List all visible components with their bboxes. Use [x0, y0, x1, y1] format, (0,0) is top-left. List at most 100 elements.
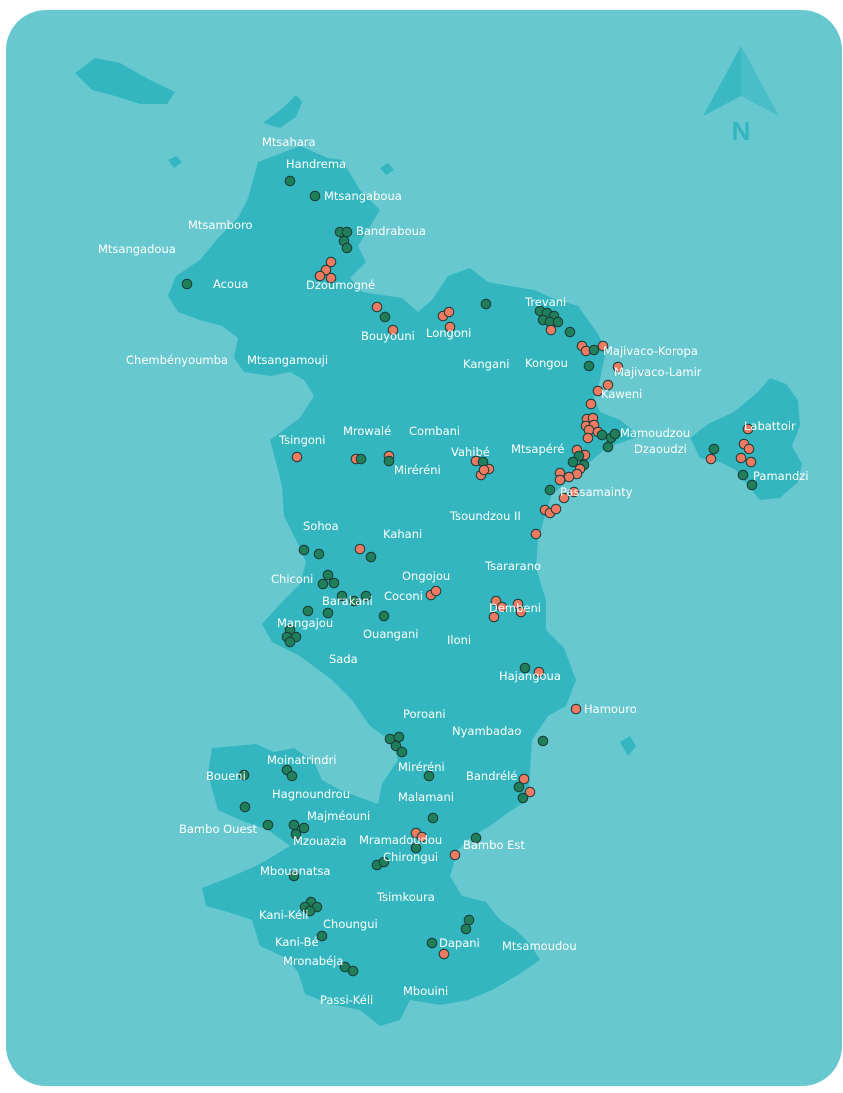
site-marker-green[interactable] [410, 842, 422, 854]
site-marker-orange[interactable] [325, 272, 337, 284]
site-marker-green[interactable] [602, 441, 614, 453]
site-marker-green[interactable] [567, 456, 579, 468]
site-marker-orange[interactable] [354, 543, 366, 555]
site-marker-orange[interactable] [449, 849, 461, 861]
site-marker-green[interactable] [552, 316, 564, 328]
site-marker-green[interactable] [378, 856, 390, 868]
site-marker-green[interactable] [737, 469, 749, 481]
site-marker-orange[interactable] [582, 432, 594, 444]
site-marker-green[interactable] [328, 577, 340, 589]
site-marker-orange[interactable] [705, 453, 717, 465]
site-marker-orange[interactable] [416, 831, 428, 843]
site-marker-orange[interactable] [443, 306, 455, 318]
site-marker-green[interactable] [596, 429, 608, 441]
site-marker-green[interactable] [588, 344, 600, 356]
site-marker-green[interactable] [609, 428, 621, 440]
site-marker-green[interactable] [355, 453, 367, 465]
site-marker-green[interactable] [341, 242, 353, 254]
site-marker-orange[interactable] [592, 385, 604, 397]
site-marker-orange[interactable] [478, 464, 490, 476]
site-marker-green[interactable] [322, 569, 334, 581]
site-marker-green[interactable] [396, 746, 408, 758]
site-marker-orange[interactable] [742, 423, 754, 435]
site-marker-orange[interactable] [743, 443, 755, 455]
site-marker-orange[interactable] [612, 361, 624, 373]
site-marker-green[interactable] [379, 311, 391, 323]
site-marker-green[interactable] [378, 610, 390, 622]
site-marker-green[interactable] [288, 870, 300, 882]
site-marker-green[interactable] [304, 905, 316, 917]
site-marker-orange[interactable] [524, 786, 536, 798]
site-marker-orange[interactable] [545, 324, 557, 336]
site-marker-orange[interactable] [430, 585, 442, 597]
site-marker-orange[interactable] [387, 324, 399, 336]
site-marker-green[interactable] [341, 226, 353, 238]
site-marker-green[interactable] [708, 443, 720, 455]
site-marker-green[interactable] [284, 636, 296, 648]
site-marker-orange[interactable] [563, 471, 575, 483]
site-marker-green[interactable] [302, 605, 314, 617]
site-marker-green[interactable] [238, 769, 250, 781]
site-marker-orange[interactable] [314, 270, 326, 282]
site-marker-green[interactable] [322, 607, 334, 619]
site-marker-green[interactable] [181, 278, 193, 290]
site-marker-orange[interactable] [518, 773, 530, 785]
site-marker-orange[interactable] [554, 474, 566, 486]
site-marker-green[interactable] [286, 770, 298, 782]
site-marker-orange[interactable] [735, 452, 747, 464]
site-marker-orange[interactable] [291, 451, 303, 463]
site-marker-green[interactable] [427, 812, 439, 824]
site-marker-green[interactable] [746, 479, 758, 491]
site-marker-green[interactable] [239, 801, 251, 813]
site-marker-green[interactable] [383, 455, 395, 467]
site-marker-green[interactable] [470, 832, 482, 844]
site-marker-orange[interactable] [602, 379, 614, 391]
site-marker-orange[interactable] [570, 703, 582, 715]
site-marker-green[interactable] [313, 548, 325, 560]
site-marker-orange[interactable] [530, 528, 542, 540]
site-marker-green[interactable] [365, 551, 377, 563]
site-marker-green[interactable] [460, 923, 472, 935]
site-marker-green[interactable] [480, 298, 492, 310]
site-marker-green[interactable] [393, 731, 405, 743]
site-marker-orange[interactable] [568, 486, 580, 498]
site-marker-orange[interactable] [444, 321, 456, 333]
site-marker-green[interactable] [583, 360, 595, 372]
site-marker-green[interactable] [348, 595, 360, 607]
site-marker-green[interactable] [519, 662, 531, 674]
site-marker-orange[interactable] [533, 666, 545, 678]
site-marker-orange[interactable] [496, 601, 508, 613]
site-marker-orange[interactable] [488, 611, 500, 623]
site-marker-orange[interactable] [438, 948, 450, 960]
site-marker-green[interactable] [463, 914, 475, 926]
place-label-mtsangadoua: Mtsangadoua [98, 242, 176, 256]
site-marker-green[interactable] [317, 578, 329, 590]
site-marker-green[interactable] [537, 735, 549, 747]
site-marker-green[interactable] [564, 326, 576, 338]
site-marker-green[interactable] [298, 822, 310, 834]
site-marker-green[interactable] [513, 781, 525, 793]
site-marker-green[interactable] [423, 770, 435, 782]
site-marker-green[interactable] [309, 190, 321, 202]
site-marker-green[interactable] [284, 175, 296, 187]
site-marker-orange[interactable] [597, 340, 609, 352]
site-marker-green[interactable] [298, 544, 310, 556]
site-marker-green[interactable] [517, 792, 529, 804]
site-marker-green[interactable] [544, 484, 556, 496]
site-marker-green[interactable] [360, 590, 372, 602]
site-marker-green[interactable] [262, 819, 274, 831]
site-marker-orange[interactable] [550, 503, 562, 515]
site-marker-orange[interactable] [371, 301, 383, 313]
site-marker-green[interactable] [316, 930, 328, 942]
site-marker-green[interactable] [288, 819, 300, 831]
site-marker-orange[interactable] [515, 606, 527, 618]
site-marker-orange[interactable] [585, 398, 597, 410]
place-label-dzoumogne: Dzoumogné [306, 278, 375, 292]
site-marker-green[interactable] [426, 937, 438, 949]
site-marker-orange[interactable] [325, 256, 337, 268]
site-marker-orange[interactable] [558, 492, 570, 504]
site-marker-orange[interactable] [745, 456, 757, 468]
site-marker-green[interactable] [347, 965, 359, 977]
site-marker-green[interactable] [290, 828, 302, 840]
site-marker-green[interactable] [336, 590, 348, 602]
